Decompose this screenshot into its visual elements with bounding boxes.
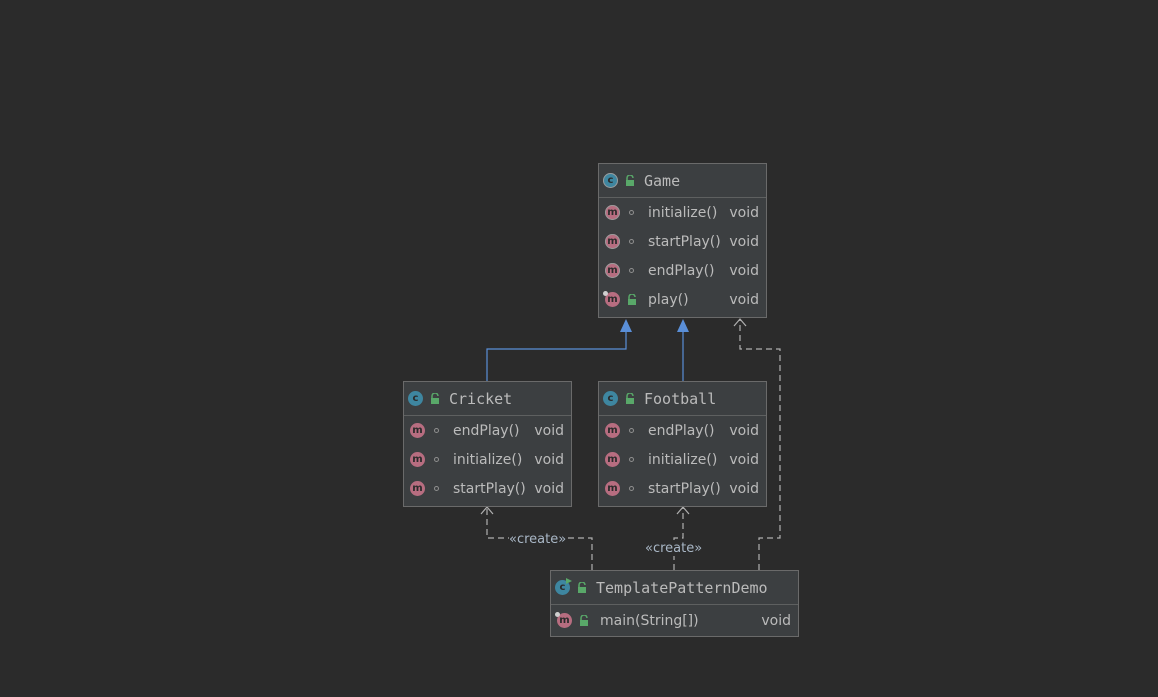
class-name: Cricket [449, 389, 513, 408]
class-game-header[interactable]: c Game [599, 164, 766, 198]
class-cricket-header[interactable]: c Cricket [404, 382, 571, 416]
method-name: endPlay() [453, 422, 520, 439]
method-name: initialize() [453, 451, 523, 468]
return-type: void [534, 422, 564, 439]
method-name: initialize() [648, 204, 718, 221]
method-row[interactable]: m startPlay() void [599, 474, 766, 503]
method-name: endPlay() [648, 262, 715, 279]
public-lock-icon [628, 293, 636, 305]
package-private-icon [629, 268, 634, 273]
runnable-class-icon: c [555, 578, 572, 595]
package-private-icon [629, 457, 634, 462]
method-name: initialize() [648, 451, 718, 468]
return-type: void [729, 480, 759, 497]
static-method-icon: m [555, 612, 572, 628]
method-name: main(String[]) [600, 612, 699, 629]
return-type: void [729, 451, 759, 468]
method-name: play() [648, 291, 689, 308]
abstract-method-icon: m [605, 263, 620, 278]
method-icon: m [605, 423, 620, 438]
method-icon: m [410, 481, 425, 496]
public-lock-icon [626, 392, 634, 404]
method-row[interactable]: m initialize() void [404, 445, 571, 474]
return-type: void [729, 262, 759, 279]
package-private-icon [434, 428, 439, 433]
method-icon: m [410, 452, 425, 467]
method-row[interactable]: m endPlay() void [599, 256, 766, 285]
return-type: void [729, 204, 759, 221]
class-football[interactable]: c Football m endPlay() void m initialize… [598, 381, 767, 507]
class-game[interactable]: c Game m initialize() void m startPlay()… [598, 163, 767, 318]
final-method-icon: m [603, 291, 620, 307]
create-arrowhead-football [676, 506, 690, 515]
class-icon: c [603, 391, 618, 406]
method-row[interactable]: m play() void [599, 285, 766, 314]
class-icon: c [603, 173, 618, 188]
method-row[interactable]: m endPlay() void [599, 416, 766, 445]
package-private-icon [629, 239, 634, 244]
method-name: startPlay() [648, 233, 721, 250]
package-private-icon [629, 486, 634, 491]
public-lock-icon [431, 392, 439, 404]
method-row[interactable]: m startPlay() void [404, 474, 571, 503]
method-name: startPlay() [648, 480, 721, 497]
method-row[interactable]: m main(String[]) void [551, 605, 798, 636]
method-icon: m [605, 452, 620, 467]
package-private-icon [629, 428, 634, 433]
class-icon: c [408, 391, 423, 406]
class-template-pattern-demo[interactable]: c TemplatePatternDemo m main(String[]) v… [550, 570, 799, 637]
public-lock-icon [578, 581, 586, 593]
method-row[interactable]: m startPlay() void [599, 227, 766, 256]
inheritance-edge-cricket-game[interactable] [486, 331, 627, 381]
abstract-method-icon: m [605, 234, 620, 249]
create-label-cricket: «create» [509, 532, 567, 547]
method-row[interactable]: m initialize() void [599, 445, 766, 474]
class-name: Game [644, 171, 681, 190]
class-cricket[interactable]: c Cricket m endPlay() void m initialize(… [403, 381, 572, 507]
public-lock-icon [580, 614, 588, 626]
inheritance-arrowhead-cricket [620, 319, 632, 332]
method-row[interactable]: m initialize() void [599, 198, 766, 227]
abstract-method-icon: m [605, 205, 620, 220]
return-type: void [534, 480, 564, 497]
return-type: void [729, 291, 759, 308]
create-edge-demo-football[interactable] [673, 507, 684, 570]
class-template-pattern-demo-header[interactable]: c TemplatePatternDemo [551, 571, 798, 605]
method-name: startPlay() [453, 480, 526, 497]
return-type: void [761, 612, 791, 629]
create-label-football: «create» [645, 541, 703, 556]
method-row[interactable]: m endPlay() void [404, 416, 571, 445]
class-name: Football [644, 389, 717, 408]
package-private-icon [434, 457, 439, 462]
return-type: void [534, 451, 564, 468]
create-arrowhead-cricket [480, 506, 494, 515]
method-name: endPlay() [648, 422, 715, 439]
method-icon: m [605, 481, 620, 496]
dependency-arrowhead-game [733, 318, 747, 327]
package-private-icon [629, 210, 634, 215]
class-name: TemplatePatternDemo [596, 578, 768, 597]
class-football-header[interactable]: c Football [599, 382, 766, 416]
public-lock-icon [626, 174, 634, 186]
return-type: void [729, 233, 759, 250]
inheritance-arrowhead-football [677, 319, 689, 332]
package-private-icon [434, 486, 439, 491]
method-icon: m [410, 423, 425, 438]
return-type: void [729, 422, 759, 439]
